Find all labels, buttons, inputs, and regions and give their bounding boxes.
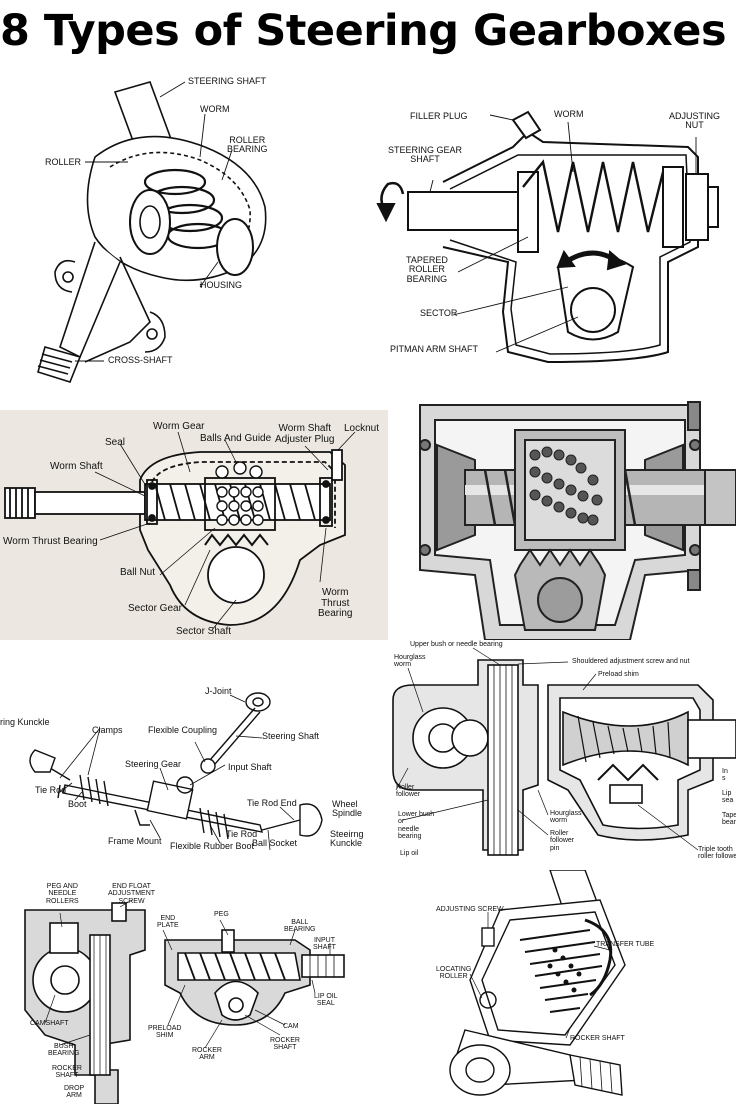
label-seal: Seal xyxy=(105,437,126,448)
panel-worm-and-sector: FILLER PLUG WORM ADJUSTING NUT STEERING … xyxy=(368,62,736,402)
label-flexible-rubber-boot: Flexible Rubber Boot xyxy=(170,841,255,851)
label-transfer-tube: TRANSFER TUBE xyxy=(596,941,655,948)
label-tie-rod-left: Tie Rod xyxy=(35,785,67,795)
label-input-shaft: Input Shaft xyxy=(228,762,272,772)
recirculating-ball-cutaway-render xyxy=(419,401,736,640)
rack-and-pinion-diagram xyxy=(29,692,323,851)
label-ball-nut: Ball Nut xyxy=(120,567,156,578)
label-worm-shaft: Worm Shaft xyxy=(50,461,103,472)
panel-worm-and-roller-hourglass: Upper bush or needle bearing Hourglass w… xyxy=(388,640,736,865)
label-worm: WORM xyxy=(554,109,584,119)
label-sector-gear: Sector Gear xyxy=(128,603,182,614)
label-steering-gear: Steering Gear xyxy=(125,759,182,769)
label-end-float-adjustment-screw: END FLOAT ADJUSTMENT SCREW xyxy=(108,883,156,905)
label-hourglass-worm-top: Hourglass worm xyxy=(394,654,426,669)
cam-and-peg-diagram xyxy=(24,899,345,1104)
label-lip-oil-seal: LIP OIL SEAL xyxy=(314,993,338,1008)
label-clamps: Clamps xyxy=(92,725,123,735)
label-flexible-coupling: Flexible Coupling xyxy=(148,725,218,735)
label-lip-oil-left: Lip oil xyxy=(400,850,419,857)
label-shouldered-screw: Shouldered adjustment screw and nut xyxy=(572,658,690,665)
label-locating-roller: LOCATING ROLLER xyxy=(436,966,472,981)
label-rocker-arm: ROCKER ARM xyxy=(192,1047,222,1062)
panel-cam-and-peg: PEG AND NEEDLE ROLLERS END FLOAT ADJUSTM… xyxy=(0,875,370,1104)
label-ball-bearing: BALL BEARING xyxy=(284,919,316,934)
label-steering-kunckle-right: Steeirng Kunckle xyxy=(330,829,364,849)
label-filler-plug: FILLER PLUG xyxy=(410,111,468,121)
label-peg-and-needle-rollers: PEG AND NEEDLE ROLLERS xyxy=(46,883,79,905)
label-steering-gear-shaft: STEERING GEAR SHAFT xyxy=(388,145,463,165)
label-tie-rod-end: Tie Rod End xyxy=(247,798,297,808)
panel-recirculating-ball: Worm Gear Balls And Guide Worm Shaft Adj… xyxy=(0,410,388,640)
label-roller-follower-pin: Roller follower pin xyxy=(550,830,575,852)
label-taper-bearing-right: Tape bear xyxy=(722,812,736,827)
label-worm-gear: Worm Gear xyxy=(153,421,205,432)
label-upper-bush: Upper bush or needle bearing xyxy=(410,641,503,648)
label-tapered-roller-bearing: TAPERED ROLLER BEARING xyxy=(406,255,448,284)
label-boot: Boot xyxy=(68,799,87,809)
label-preload-shim: PRELOAD SHIM xyxy=(148,1025,182,1040)
label-locknut: Locknut xyxy=(344,423,380,434)
label-balls-and-guide: Balls And Guide xyxy=(200,433,272,444)
label-roller-follower: Roller follower xyxy=(396,784,421,799)
panel-worm-and-roller: STEERING SHAFT WORM ROLLER BEARING ROLLE… xyxy=(0,62,368,402)
label-adjusting-screw: ADJUSTING SCREW xyxy=(436,906,504,913)
label-tie-rod: Tie Rod xyxy=(226,829,258,839)
label-roller: ROLLER xyxy=(45,157,82,167)
label-lower-bush: Lower bush or needle bearing xyxy=(398,811,435,841)
label-worm-shaft-adjuster-plug: Worm Shaft Adjuster Plug xyxy=(275,423,335,445)
label-bush-bearing: BUSH BEARING xyxy=(48,1043,80,1058)
label-input-shaft: INPUT SHAFT xyxy=(313,937,336,952)
label-sector-shaft: Sector Shaft xyxy=(176,626,232,637)
label-lip-seal-right: Lip sea xyxy=(722,790,734,805)
label-worm-thrust-bearing-right: Worm Thrust Bearing xyxy=(318,587,353,619)
panel-rack-and-pinion: J-Joint ring Kunckle Clamps Flexible Cou… xyxy=(0,680,365,865)
label-steering-kunckle-left: ring Kunckle xyxy=(0,717,50,727)
worm-and-roller-diagram xyxy=(37,81,267,383)
label-adjusting-nut: ADJUSTING NUT xyxy=(669,111,721,131)
label-wheel-spindle: Wheel Spindle xyxy=(332,799,363,819)
label-sector: SECTOR xyxy=(420,308,458,318)
label-preload-shim: Preload shim xyxy=(598,671,639,678)
label-rocker-shaft-mid: ROCKER SHAFT xyxy=(270,1037,300,1052)
label-end-plate: END PLATE xyxy=(157,915,179,930)
worm-and-sector-diagram xyxy=(376,110,719,364)
label-steering-shaft: Steering Shaft xyxy=(262,731,320,741)
label-camshaft: CAMSHAFT xyxy=(30,1020,69,1027)
worm-and-roller-hourglass-diagram xyxy=(392,647,736,856)
panel-recirculating-ball-transfer-tube: ADJUSTING SCREW TRANSFER TUBE LOCATING R… xyxy=(370,870,736,1104)
label-cross-shaft: CROSS-SHAFT xyxy=(108,355,173,365)
page-title: 8 Types of Steering Gearboxes xyxy=(0,6,727,56)
label-cam: CAM xyxy=(283,1023,299,1030)
label-worm: WORM xyxy=(200,104,230,114)
label-pitman-arm-shaft: PITMAN ARM SHAFT xyxy=(390,344,479,354)
panel-recirculating-ball-cutaway xyxy=(405,400,736,640)
label-rocker-shaft: ROCKER SHAFT xyxy=(570,1035,625,1042)
label-rocker-shaft-left: ROCKER SHAFT xyxy=(52,1065,82,1080)
label-frame-mount: Frame Mount xyxy=(108,836,162,846)
label-triple-tooth: Triple tooth roller follower xyxy=(698,846,736,861)
transfer-tube-diagram xyxy=(449,870,626,1096)
label-drop-arm: DROP ARM xyxy=(64,1085,85,1100)
label-worm-thrust-bearing-left: Worm Thrust Bearing xyxy=(3,536,98,547)
label-hourglass-worm-mid: Hourglass worm xyxy=(550,810,582,825)
label-housing: HOUSING xyxy=(200,280,243,290)
label-roller-bearing: ROLLER BEARING xyxy=(227,135,268,155)
label-peg: PEG xyxy=(214,911,229,918)
label-ball-socket: Ball Socket xyxy=(252,838,298,848)
label-steering-shaft: STEERING SHAFT xyxy=(188,76,267,86)
label-j-joint: J-Joint xyxy=(205,686,232,696)
label-in-right: In s xyxy=(722,768,728,783)
recirculating-ball-diagram xyxy=(4,431,356,631)
